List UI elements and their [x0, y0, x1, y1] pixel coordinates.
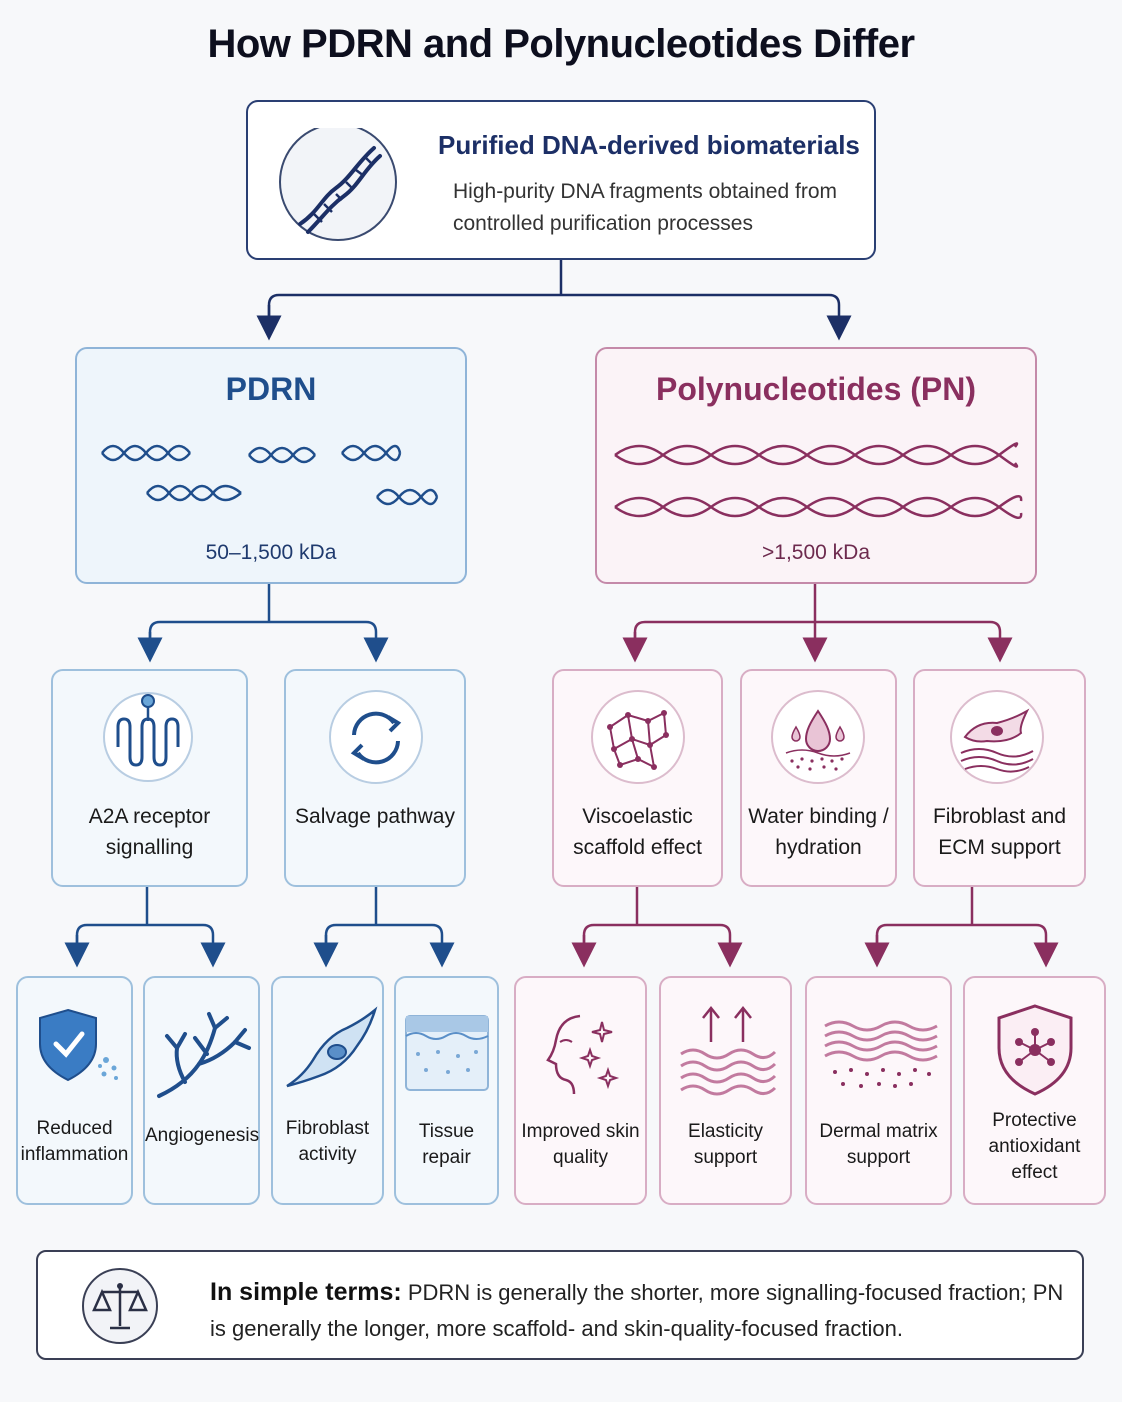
- pdrn-box: PDRN 50–1,500 kDa: [75, 347, 467, 584]
- effect-elasticity-support: Elasticity support: [659, 976, 792, 1205]
- dermis-layers-icon: [824, 1020, 938, 1088]
- mechanism-label: Salvage pathway: [295, 805, 455, 828]
- mechanism-label: Fibroblast and ECM support: [932, 805, 1067, 859]
- effect-improved-skin-quality: Improved skin quality: [514, 976, 647, 1205]
- effect-tissue-repair: Tissue repair: [394, 976, 499, 1205]
- skin-layer-icon: [405, 1015, 489, 1091]
- receptor-icon: [103, 692, 193, 782]
- source-description: High-purity DNA fragments obtained from …: [453, 180, 837, 235]
- mechanism-a2a-receptor: A2A receptor signalling: [51, 669, 248, 887]
- mechanism-label: A2A receptor signalling: [88, 805, 211, 859]
- mechanism-fibroblast-ecm: Fibroblast and ECM support: [913, 669, 1086, 887]
- pn-size: >1,500 kDa: [762, 541, 870, 564]
- pdrn-size: 50–1,500 kDa: [205, 541, 337, 564]
- summary-box: In simple terms: PDRN is generally the s…: [36, 1250, 1084, 1360]
- effect-label: Reduced inflammation: [20, 1118, 129, 1165]
- effect-label: Fibroblast activity: [285, 1118, 370, 1165]
- cell-matrix-icon: [950, 690, 1044, 784]
- pn-heading: Polynucleotides (PN): [655, 371, 977, 407]
- fibroblast-cell-icon: [286, 1006, 378, 1088]
- balance-scale-icon: [82, 1268, 158, 1344]
- effect-fibroblast-activity: Fibroblast activity: [271, 976, 384, 1205]
- mechanism-salvage-pathway: Salvage pathway: [284, 669, 466, 887]
- face-sparkle-icon: [546, 1014, 620, 1095]
- network-icon: [591, 690, 685, 784]
- mechanism-label: Water binding / hydration: [748, 805, 889, 859]
- summary-body: PDRN is generally the shorter, more sign…: [210, 1280, 1064, 1341]
- short-dna-fragments-icon: [101, 444, 439, 506]
- effect-protective-antioxidant: Protective antioxidant effect: [963, 976, 1106, 1205]
- effect-reduced-inflammation: Reduced inflammation: [16, 976, 133, 1205]
- effect-label: Tissue repair: [418, 1121, 475, 1168]
- recycle-icon: [329, 690, 423, 784]
- source-box: Purified DNA-derived biomaterials High-p…: [246, 100, 876, 260]
- summary-lead: In simple terms:: [210, 1278, 402, 1306]
- mechanism-water-binding: Water binding / hydration: [740, 669, 897, 887]
- long-dna-strands-icon: [614, 442, 1023, 520]
- mechanism-viscoelastic-scaffold: Viscoelastic scaffold effect: [552, 669, 723, 887]
- wave-arrows-icon: [680, 1005, 777, 1096]
- mechanism-label: Viscoelastic scaffold effect: [573, 805, 702, 859]
- page-title: How PDRN and Polynucleotides Differ: [207, 22, 915, 66]
- water-drop-icon: [771, 690, 865, 784]
- effect-label: Protective antioxidant effect: [988, 1110, 1081, 1183]
- source-heading: Purified DNA-derived biomaterials: [438, 130, 860, 160]
- effect-dermal-matrix-support: Dermal matrix support: [805, 976, 952, 1205]
- effect-label: Improved skin quality: [521, 1121, 640, 1168]
- effect-label: Angiogenesis: [145, 1125, 260, 1146]
- shield-molecule-icon: [997, 1004, 1073, 1096]
- pdrn-heading: PDRN: [225, 371, 317, 407]
- pn-box: Polynucleotides (PN) >1,500 kDa: [595, 347, 1037, 584]
- blood-vessel-icon: [157, 1012, 251, 1098]
- shield-check-icon: [39, 1008, 118, 1082]
- effect-angiogenesis: Angiogenesis: [143, 976, 260, 1205]
- effect-label: Elasticity support: [688, 1121, 763, 1168]
- summary-text: In simple terms: PDRN is generally the s…: [210, 1274, 1070, 1347]
- effect-label: Dermal matrix support: [819, 1121, 938, 1168]
- dna-helix-icon: [278, 123, 398, 241]
